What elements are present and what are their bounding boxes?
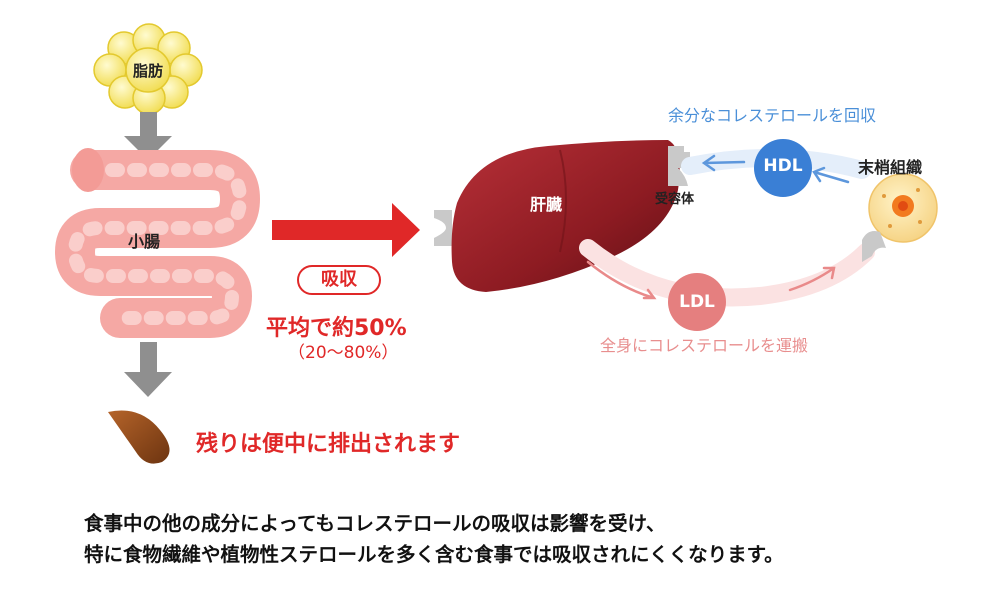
receptor-icon	[434, 210, 452, 246]
receptor-icon	[862, 231, 886, 262]
small-intestine-label: 小腸	[128, 232, 161, 251]
fat-label: 脂肪	[133, 62, 164, 80]
footnote-line-1: 食事中の他の成分によってもコレステロールの吸収は影響を受け、	[84, 512, 666, 535]
arrow-left-icon	[701, 154, 746, 172]
ldl-pathway	[579, 239, 875, 307]
hdl-label: HDL	[763, 156, 803, 176]
arrow-left-icon	[812, 166, 850, 184]
down-arrow-icon	[124, 342, 172, 397]
peripheral-tissue-label: 末梢組織	[858, 158, 923, 177]
ldl-particle-icon	[668, 273, 726, 331]
absorption-arrow-icon	[272, 203, 420, 257]
receptor-label: 受容体	[655, 192, 695, 207]
excretion-label: 残りは便中に排出されます	[196, 432, 461, 457]
ldl-label: LDL	[679, 292, 715, 312]
arrow-right-icon	[788, 266, 836, 292]
stool-icon	[108, 410, 170, 464]
peripheral-cell-icon	[868, 173, 938, 243]
small-intestine-icon	[55, 148, 260, 338]
fat-cluster-icon	[93, 23, 203, 115]
hdl-caption: 余分なコレステロールを回収	[668, 106, 877, 125]
absorption-badge: 吸収	[297, 265, 381, 295]
absorption-range: （20～80%）	[288, 343, 399, 363]
arrow-right-icon	[586, 260, 657, 300]
footnote-line-2: 特に食物繊維や植物性ステロールを多く含む食事では吸収されにくくなります。	[84, 543, 784, 566]
down-arrow-icon	[124, 112, 172, 160]
liver-label: 肝臓	[530, 195, 563, 214]
receptor-icon	[668, 146, 690, 186]
hdl-particle-icon	[754, 139, 812, 197]
absorption-rate: 平均で約50%	[266, 316, 407, 341]
ldl-caption: 全身にコレステロールを運搬	[600, 336, 809, 355]
